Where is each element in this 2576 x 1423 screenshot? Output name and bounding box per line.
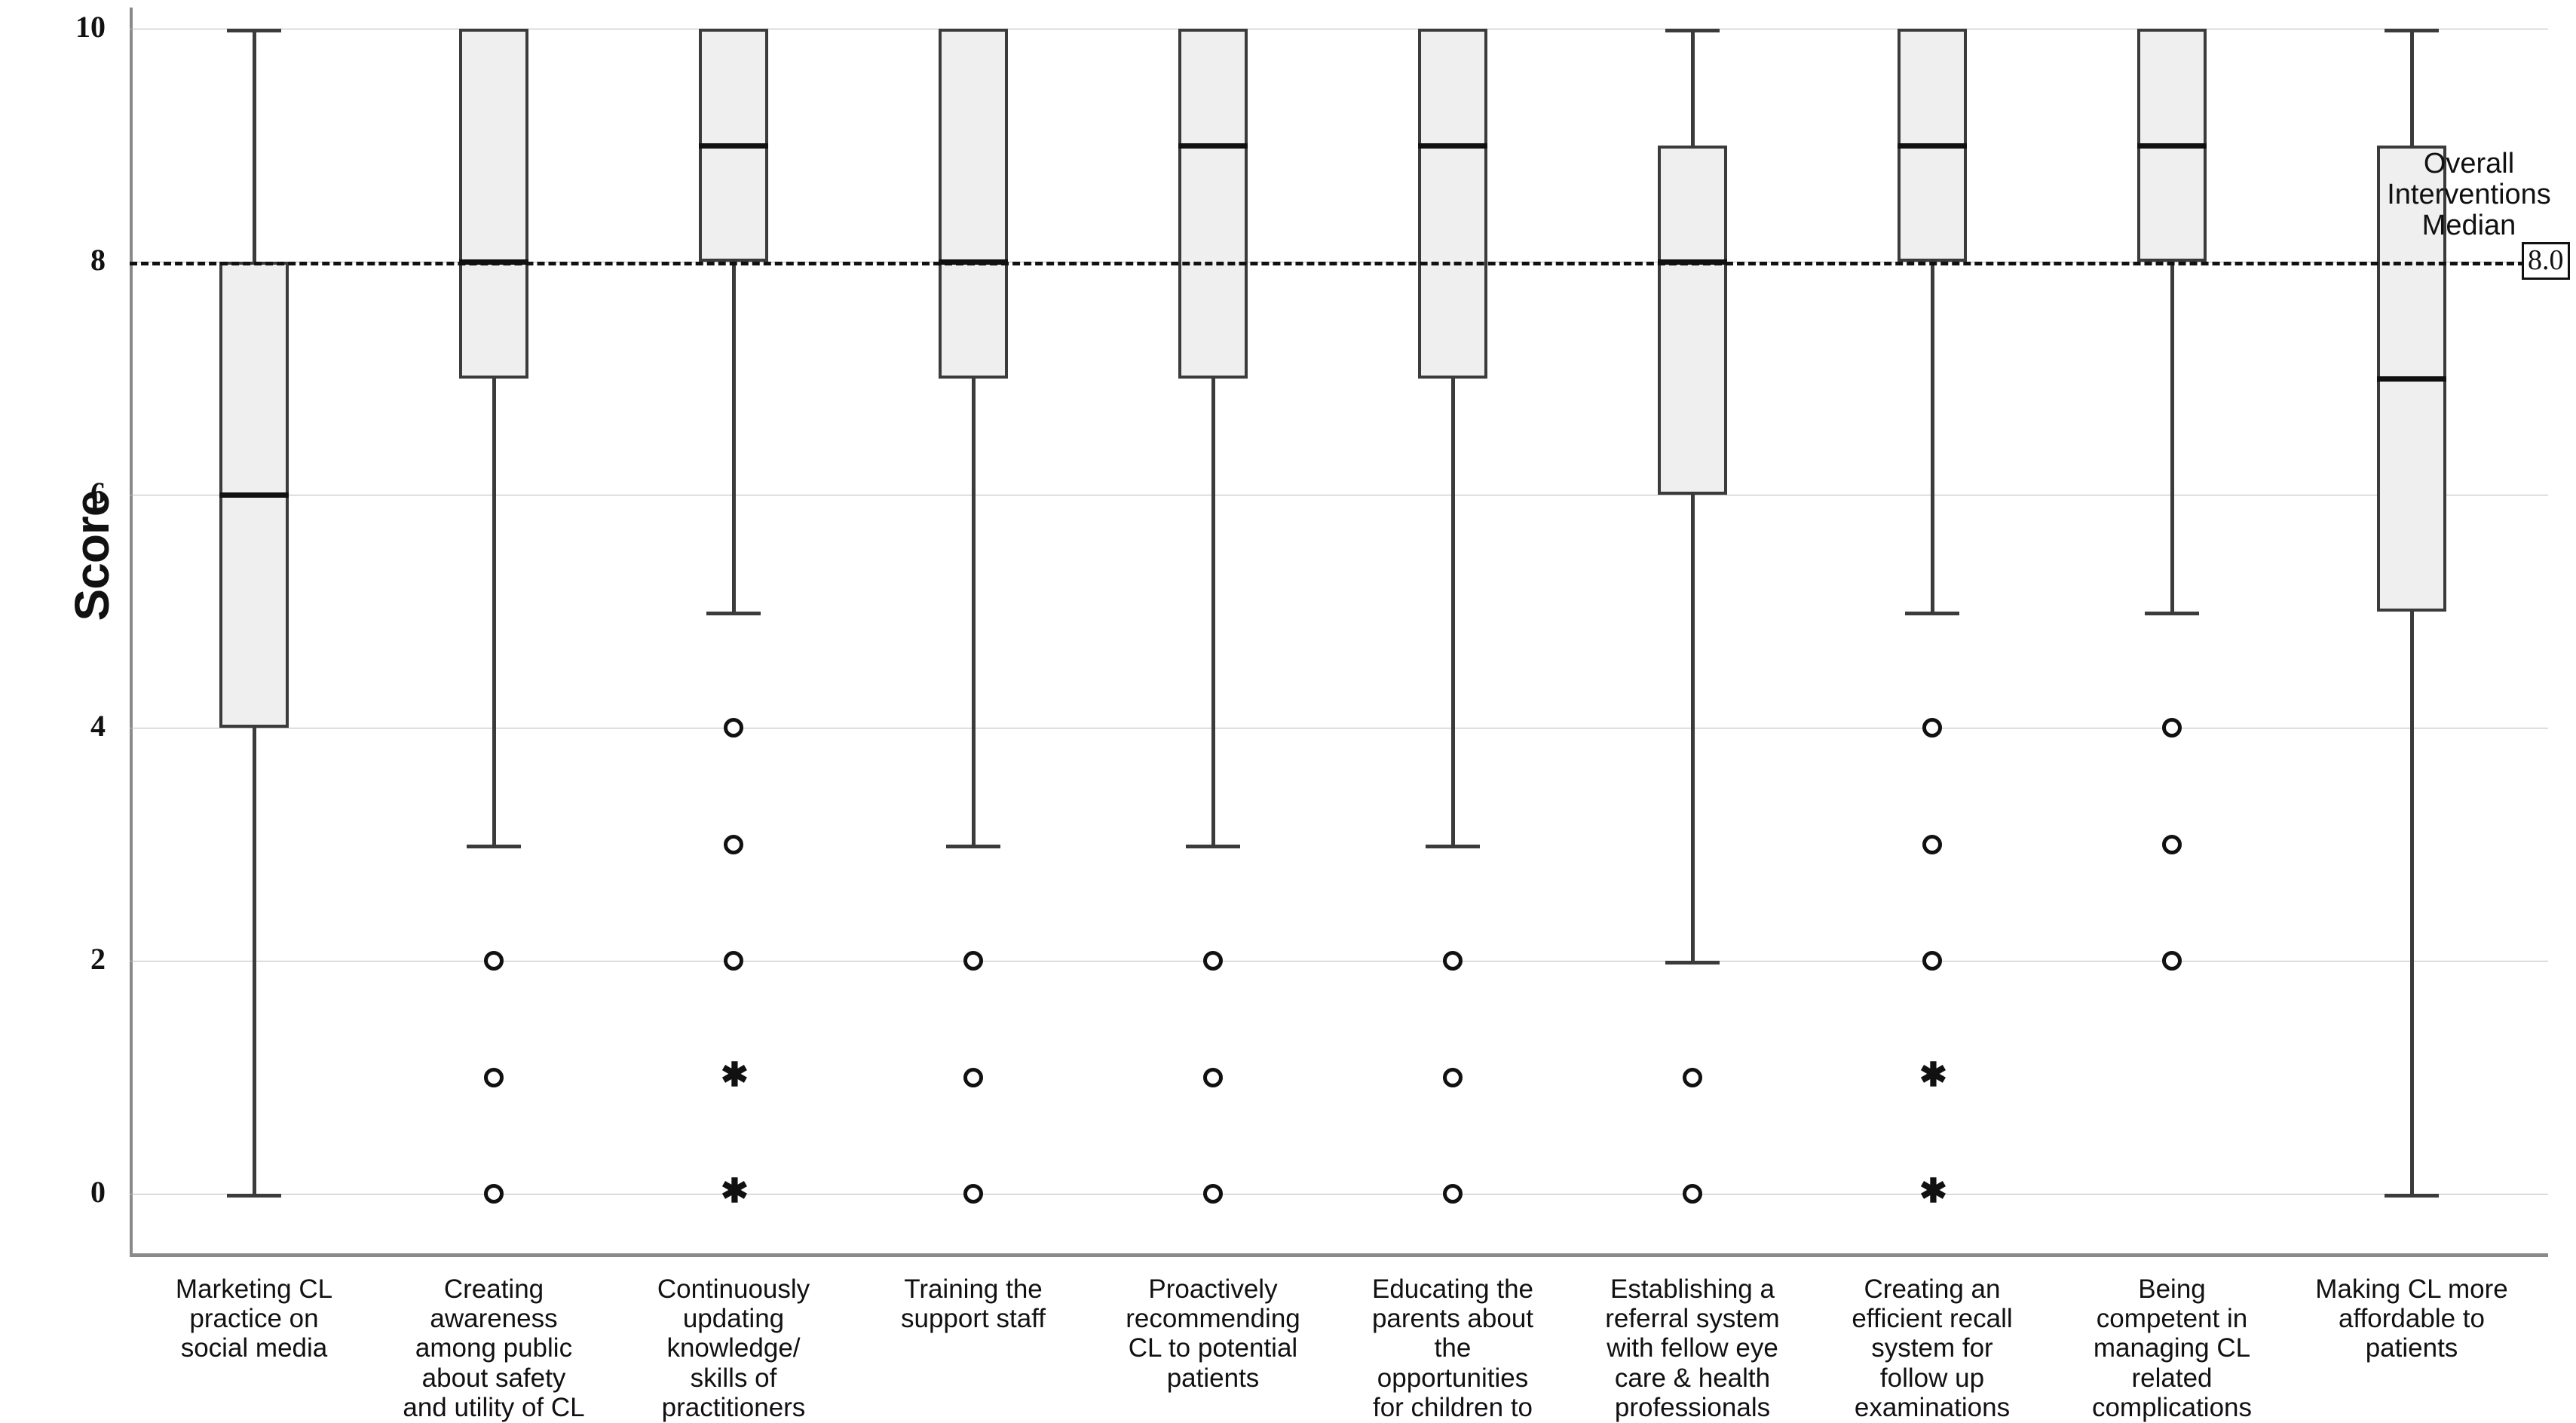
x-axis-category-label: Creating awareness among public about sa…: [403, 1274, 585, 1422]
y-axis-tick-label: 8: [90, 243, 106, 277]
upper-whisker-cap: [1665, 29, 1720, 32]
outlier-marker: [1443, 1067, 1463, 1087]
x-axis-line: [130, 1253, 2548, 1257]
lower-whisker-cap: [1426, 844, 1480, 848]
overall-median-annotation-label: Overall Interventions Median: [2387, 148, 2551, 242]
outlier-marker: [1203, 1184, 1223, 1204]
outlier-marker: [484, 951, 504, 971]
overall-median-reference-line: [130, 262, 2548, 265]
median-line: [1418, 143, 1487, 149]
extreme-value-marker: ✱: [1919, 1056, 1947, 1093]
y-axis-line: [130, 8, 133, 1253]
outlier-marker: [1683, 1067, 1702, 1087]
outlier-marker: [724, 718, 743, 738]
median-line: [2137, 143, 2207, 149]
lower-whisker: [1450, 378, 1455, 845]
outlier-marker: [1683, 1184, 1702, 1204]
box-iqr: [459, 29, 528, 379]
outlier-marker: [1922, 718, 1942, 738]
lower-whisker-cap: [1665, 961, 1720, 965]
lower-whisker-cap: [1186, 844, 1240, 848]
x-axis-category-label: Educating the parents about the opportun…: [1371, 1274, 1534, 1423]
outlier-marker: [2162, 718, 2182, 738]
y-axis-tick-label: 4: [90, 709, 106, 743]
upper-whisker: [252, 29, 256, 262]
lower-whisker: [1211, 378, 1215, 845]
lower-whisker: [971, 378, 976, 845]
lower-whisker: [2170, 262, 2174, 612]
upper-whisker-cap: [227, 29, 281, 32]
upper-whisker: [1690, 29, 1695, 146]
lower-whisker: [731, 262, 736, 612]
x-axis-category-label: Creating an efficient recall system for …: [1852, 1274, 2013, 1422]
box-iqr: [1418, 29, 1487, 379]
outlier-marker: [724, 834, 743, 854]
outlier-marker: [1922, 951, 1942, 971]
extreme-value-marker: ✱: [721, 1173, 749, 1210]
box-iqr: [1658, 145, 1727, 495]
lower-whisker-cap: [1905, 611, 1959, 615]
x-axis-category-label: Making CL more affordable to patients: [2315, 1274, 2508, 1363]
outlier-marker: [1203, 1067, 1223, 1087]
y-axis-tick-label: 2: [90, 942, 106, 976]
median-line: [699, 143, 768, 149]
lower-whisker-cap: [227, 1194, 281, 1198]
median-line: [2377, 376, 2446, 382]
outlier-marker: [1443, 951, 1463, 971]
outlier-marker: [1922, 834, 1942, 854]
outlier-marker: [2162, 834, 2182, 854]
x-axis-category-label: Continuously updating knowledge/ skills …: [657, 1274, 810, 1422]
y-axis-tick-label: 10: [75, 10, 106, 44]
outlier-marker: [963, 951, 983, 971]
lower-whisker: [252, 728, 256, 1194]
lower-whisker: [1690, 495, 1695, 961]
lower-whisker-cap: [2385, 1194, 2439, 1198]
x-axis-category-label: Marketing CL practice on social media: [175, 1274, 333, 1363]
outlier-marker: [963, 1184, 983, 1204]
y-axis-tick-label: 0: [90, 1175, 106, 1209]
outlier-marker: [2162, 951, 2182, 971]
outlier-marker: [724, 951, 743, 971]
lower-whisker-cap: [706, 611, 761, 615]
outlier-marker: [1203, 951, 1223, 971]
lower-whisker: [492, 378, 496, 845]
median-line: [1898, 143, 1967, 149]
outlier-marker: [963, 1067, 983, 1087]
median-line: [219, 492, 289, 498]
outlier-marker: [484, 1184, 504, 1204]
outlier-marker: [484, 1067, 504, 1087]
overall-median-value-badge: 8.0: [2522, 242, 2570, 280]
extreme-value-marker: ✱: [721, 1056, 749, 1093]
lower-whisker-cap: [2145, 611, 2199, 615]
box-iqr: [939, 29, 1008, 379]
x-axis-category-label: Establishing a referral system with fell…: [1605, 1274, 1780, 1422]
outlier-marker: [1443, 1184, 1463, 1204]
x-axis-category-label: Proactively recommending CL to potential…: [1126, 1274, 1300, 1393]
y-axis-tick-label: 6: [90, 476, 106, 510]
extreme-value-marker: ✱: [1919, 1173, 1947, 1210]
upper-whisker: [2409, 29, 2414, 146]
lower-whisker-cap: [467, 844, 521, 848]
median-line: [1178, 143, 1248, 149]
lower-whisker-cap: [946, 844, 1000, 848]
plot-area: ✱ ✱ ✱ ✱: [130, 8, 2548, 1253]
x-axis-category-label: Training the support staff: [901, 1274, 1046, 1334]
box-iqr: [1178, 29, 1248, 379]
lower-whisker: [1930, 262, 1934, 612]
upper-whisker-cap: [2385, 29, 2439, 32]
grid-line: [130, 1194, 2548, 1195]
x-axis-category-label: Being competent in managing CL related c…: [2091, 1274, 2253, 1422]
lower-whisker: [2409, 611, 2414, 1194]
